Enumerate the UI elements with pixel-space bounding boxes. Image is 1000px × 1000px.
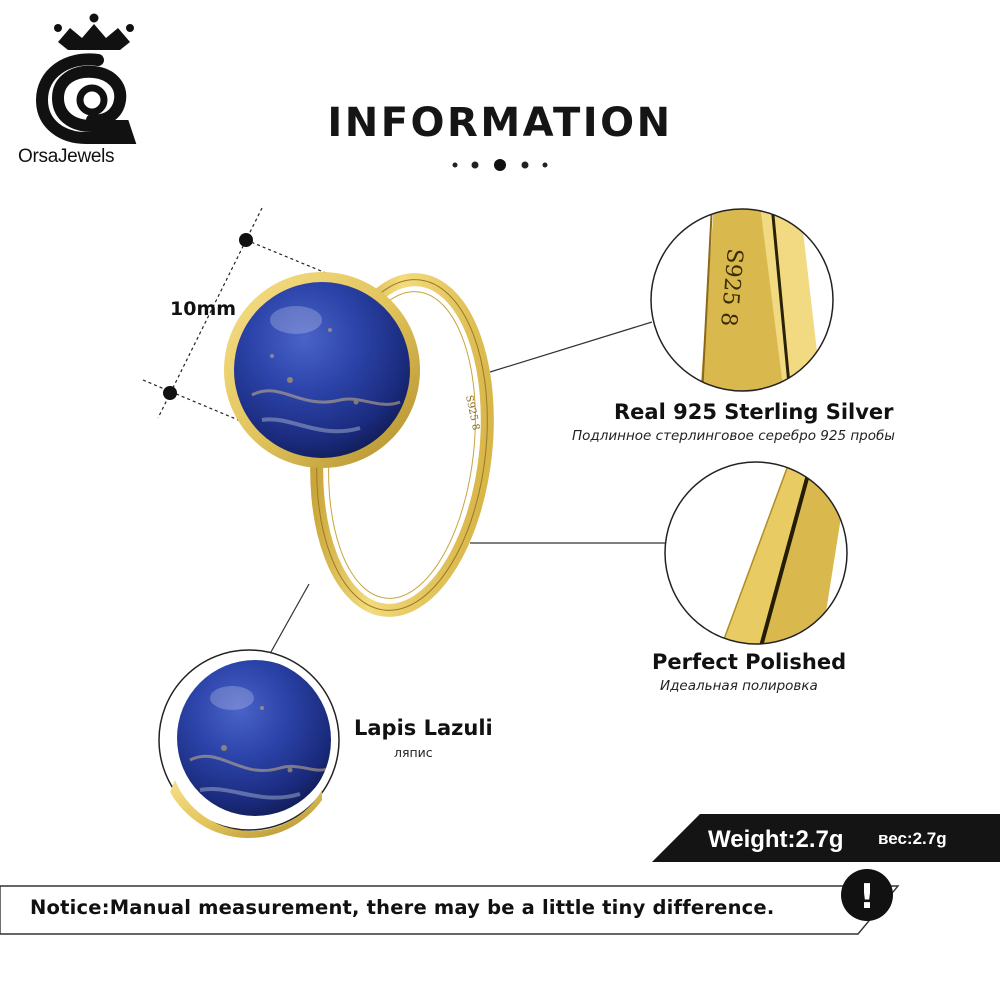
- feature-title-polished: Perfect Polished: [652, 650, 847, 674]
- crown-icon: [54, 13, 134, 50]
- feature-subtitle-silver: Подлинное стерлинговое серебро 925 пробы: [572, 428, 895, 444]
- feature-title-lapis: Lapis Lazuli: [354, 716, 493, 740]
- feature-title-silver: Real 925 Sterling Silver: [614, 400, 894, 424]
- ring-image: S925 8: [224, 272, 494, 617]
- notice-bar: !: [0, 869, 900, 935]
- dimension-marker: [142, 207, 373, 431]
- polish-zoom: [664, 461, 848, 645]
- weight-banner: [652, 814, 1000, 862]
- page-title: INFORMATION: [327, 100, 673, 146]
- notice-text: Notice:Manual measurement, there may be …: [30, 896, 775, 919]
- brand-name: OrsaJewels: [18, 146, 115, 167]
- weight-label-ru: вес:2.7g: [878, 829, 947, 848]
- warning-glyph: !: [859, 877, 875, 917]
- feature-subtitle-lapis: ляпис: [394, 745, 433, 760]
- logo-o-icon: [35, 53, 137, 144]
- header-dots: [452, 159, 548, 171]
- stone-zoom: [158, 649, 340, 839]
- ring-engraving: S925 8: [463, 394, 481, 431]
- engraving-zoom: S925 8: [650, 208, 834, 392]
- feature-subtitle-polished: Идеальная полировка: [660, 678, 818, 694]
- weight-label: Weight:2.7g: [708, 826, 844, 853]
- dimension-label: 10mm: [170, 298, 237, 320]
- brand-logo: [35, 13, 137, 144]
- warning-icon: [841, 869, 893, 921]
